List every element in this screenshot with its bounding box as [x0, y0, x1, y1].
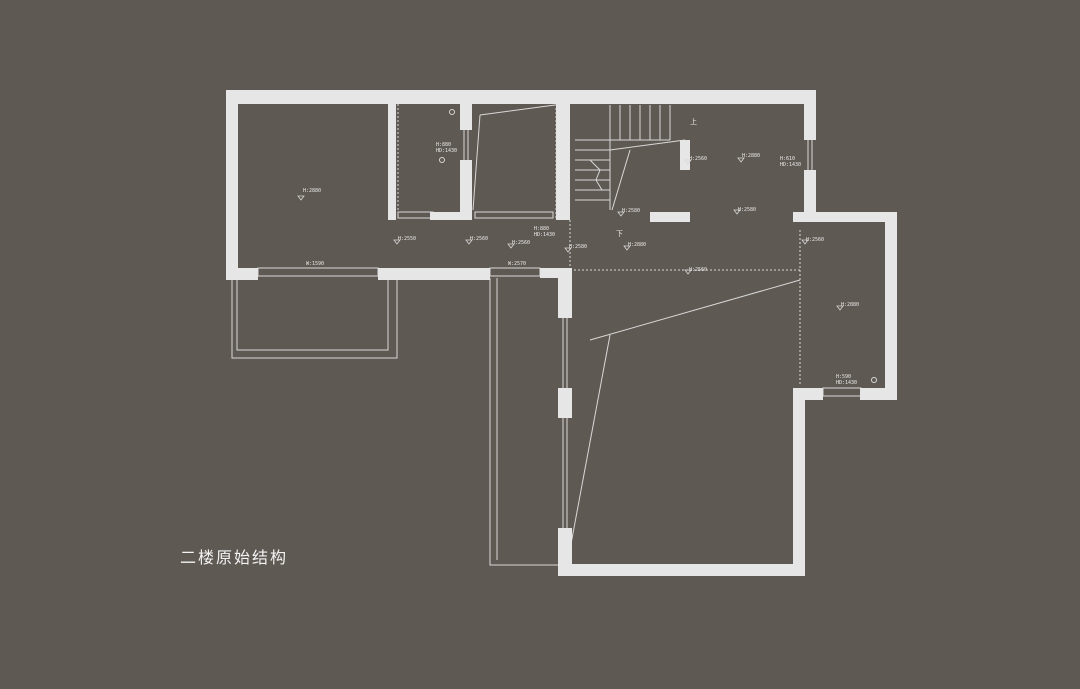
label-h2880-c: H:2880 [628, 242, 646, 248]
window-5 [397, 211, 434, 219]
wall-south-right [793, 388, 805, 576]
corridor-outline [489, 278, 558, 566]
label-h2880-b: H:2880 [742, 153, 760, 159]
wall-living-top-stub [540, 268, 570, 278]
drain-1 [449, 109, 455, 115]
wall-living-left-c [558, 528, 572, 576]
label-down: 下 [616, 230, 623, 238]
label-h2560-a: H:2560 [689, 156, 707, 162]
label-h2580-c: H:2580 [622, 208, 640, 214]
labels: H:2880 H:2550 H:2560 H:2560 H:2580 H:288… [303, 117, 859, 386]
label-h2560-d: H:2560 [806, 237, 824, 243]
label-win1b: HD:1430 [436, 148, 457, 154]
wall-south [558, 564, 805, 576]
wall-notch-top [793, 212, 897, 222]
label-win3: H:610 [780, 156, 795, 162]
wall-bottom-left [226, 268, 258, 280]
window-3 [822, 387, 862, 397]
wall-openings [462, 130, 814, 528]
balcony-outline [236, 280, 389, 351]
wall-stair-post [680, 140, 690, 170]
label-h2550: H:2550 [398, 236, 416, 242]
balcony-outline-outer [231, 280, 398, 359]
wall-opening-lines [463, 130, 813, 528]
wall-room2-right [460, 90, 472, 130]
thin-lines [231, 104, 877, 566]
label-w1: W:1590 [306, 261, 324, 267]
label-win2: H:880 [534, 226, 549, 232]
label-h2880-a: H:2880 [303, 188, 321, 194]
label-win1: H:880 [436, 142, 451, 148]
level-markers [297, 157, 844, 311]
wall-top [226, 90, 816, 104]
window-4 [474, 211, 554, 219]
wall-east-bottom [860, 388, 897, 400]
wall-stair-left [556, 90, 570, 220]
diagonal-line-3 [472, 114, 481, 211]
wall-left [226, 90, 238, 280]
walls [226, 90, 897, 576]
window-2 [489, 267, 541, 277]
wall-room2-right-b [460, 160, 472, 220]
drawing-caption: 二楼原始结构 [180, 548, 289, 567]
label-h2560-e: H:2560 [689, 267, 707, 273]
label-h2580-b: H:2580 [738, 207, 756, 213]
label-h2560-b: H:2560 [512, 240, 530, 246]
label-win4: H:590 [836, 374, 851, 380]
wall-right-upper [804, 90, 816, 140]
label-h2560-c: H:2560 [470, 236, 488, 242]
staircase [575, 105, 686, 211]
label-up: 上 [690, 117, 697, 126]
wall-living-left-b [558, 388, 572, 418]
wall-stair-bottom [650, 212, 690, 222]
wall-east [885, 212, 897, 400]
label-h2880-d: H:2880 [841, 302, 859, 308]
wall-living-left-a [558, 268, 572, 318]
drain-3 [871, 377, 877, 383]
wall-bottom-mid [378, 268, 490, 280]
wall-right-mid [804, 170, 816, 222]
diagonal-line-1 [567, 334, 611, 561]
wall-room2-bottom [430, 212, 470, 220]
window-1 [257, 267, 379, 277]
label-h2580-a: H:2580 [569, 244, 587, 250]
drain-2 [439, 157, 445, 163]
label-win2b: HD:1430 [534, 232, 555, 238]
diagonal-line-2 [589, 279, 801, 341]
diagonal-line-4 [479, 104, 556, 116]
label-win3b: HD:1430 [780, 162, 801, 168]
wall-room1-right [388, 90, 396, 220]
label-win4b: HD:1430 [836, 380, 857, 386]
label-w2: W:2570 [508, 261, 526, 267]
